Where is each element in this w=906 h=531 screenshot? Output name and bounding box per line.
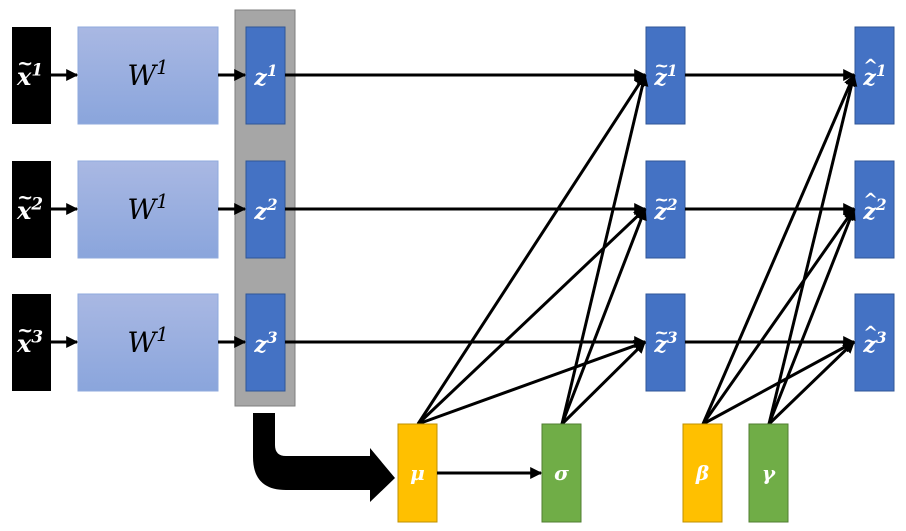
z-norm-block: [645, 26, 686, 125]
gamma-to-z_out-3-arrow: [767, 340, 856, 426]
std-to-z_norm-1-arrow: [560, 73, 649, 425]
std-to-z_norm-2-arrow: [560, 207, 647, 425]
z-label: z2: [253, 196, 278, 225]
input-block: [12, 161, 51, 258]
mean-to-z_norm-1-arrow: [416, 73, 647, 425]
mean-label: μ: [410, 461, 425, 485]
z-out-block: [854, 26, 895, 125]
z-norm-label: z1: [653, 62, 677, 91]
z-out-label-accent: ^: [863, 322, 878, 343]
aggregate-arrow: [253, 413, 395, 502]
gamma-label: γ: [762, 461, 776, 485]
z-out-label: z2: [862, 196, 887, 225]
beta-to-z_out-2-arrow: [701, 208, 856, 425]
z-out-label-accent: ^: [863, 189, 878, 210]
input-label: x1: [16, 59, 43, 91]
input-label-accent: ~: [17, 52, 33, 75]
z-out-block: [854, 160, 895, 259]
z-norm-label: z3: [653, 329, 678, 358]
z-out-label: z3: [862, 329, 887, 358]
mean-to-z_norm-3-arrow: [417, 340, 647, 426]
input-label-accent: ~: [17, 186, 33, 209]
z-norm-label: z2: [653, 196, 678, 225]
weight-block: [77, 293, 219, 392]
std-to-z_norm-3-arrow: [560, 340, 647, 426]
input-label-accent: ~: [17, 319, 33, 342]
beta-to-z_out-1-arrow: [701, 73, 856, 425]
weight-label: W1: [127, 56, 168, 92]
weight-block: [77, 160, 219, 259]
weight-label: W1: [127, 323, 168, 359]
z-norm-label-accent: ~: [654, 322, 669, 343]
z-block: [245, 160, 286, 259]
z-out-label-accent: ^: [863, 55, 878, 76]
z-norm-label-accent: ~: [654, 55, 669, 76]
input-label: x3: [16, 326, 43, 358]
gamma-to-z_out-1-arrow: [767, 73, 858, 425]
z-block: [245, 293, 286, 392]
weight-block: [77, 26, 219, 125]
gamma-to-z_out-2-arrow: [767, 207, 856, 425]
edges: [51, 69, 858, 426]
z-label: z1: [253, 62, 277, 91]
beta-label: β: [695, 461, 709, 485]
std-label: σ: [554, 461, 569, 485]
z-out-block: [854, 293, 895, 392]
input-block: [12, 27, 51, 124]
weight-label: W1: [127, 190, 168, 226]
z-out-label: z1: [862, 62, 886, 91]
mean-to-z_norm-2-arrow: [416, 207, 647, 426]
z-label: z3: [253, 329, 278, 358]
beta-block: β: [682, 423, 723, 523]
mean-block: μ: [397, 423, 438, 523]
input-label: x2: [16, 193, 43, 225]
input-block: [12, 294, 51, 391]
gamma-block: γ: [748, 423, 789, 523]
z-norm-label-accent: ~: [654, 189, 669, 210]
std-block: σ: [541, 423, 582, 523]
